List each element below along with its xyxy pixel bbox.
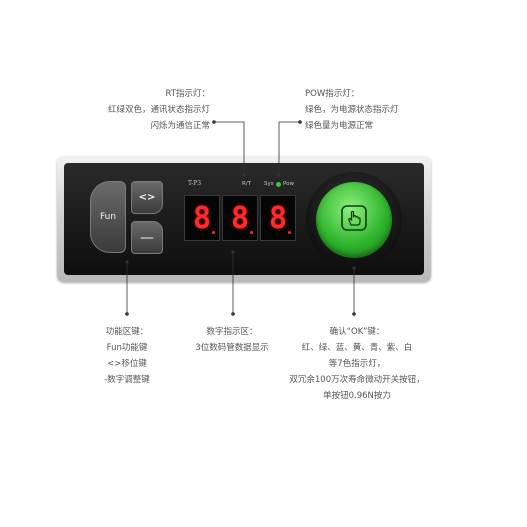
decimal-point-icon: [288, 231, 291, 234]
ok-callout-switch: 双冗余100万次寿命微动开关按钮，: [289, 375, 425, 385]
digit-2: 8: [222, 195, 258, 241]
pow-led-icon: [276, 182, 281, 187]
digit-3-value: 8: [268, 200, 288, 236]
rt-callout-note: 闪烁为通信正常: [150, 121, 210, 131]
model-label: T-P3: [188, 180, 202, 187]
digit-2-value: 8: [230, 200, 250, 236]
ok-button-callout: 确认“OK”键： 红、绿、蓝、黄、青、紫、白 等7色指示灯， 双冗余100万次寿…: [272, 324, 442, 404]
shift-button[interactable]: <>: [131, 181, 163, 214]
pow-callout-title: POW指示灯：: [305, 89, 360, 99]
minus-button[interactable]: —: [131, 221, 163, 254]
digit-display-callout: 数字指示区： 3位数码管数据显示: [152, 324, 312, 356]
fun-callout-minus: -数字调整键: [104, 375, 150, 385]
pow-indicator-callout: POW指示灯： 绿色，为电源状态指示灯 绿色量为电源正常: [305, 86, 455, 134]
digit-3: 8: [260, 195, 296, 241]
fun-button[interactable]: Fun: [90, 181, 126, 253]
ok-button[interactable]: [316, 182, 392, 258]
digit-callout-title: 数字指示区：: [206, 327, 258, 337]
ok-callout-force: 单按钮0.96N按力: [323, 391, 391, 401]
ok-callout-colors-note: 等7色指示灯，: [328, 359, 386, 369]
digit-callout-desc: 3位数码管数据显示: [195, 343, 269, 353]
hand-pointer-icon: [341, 205, 367, 231]
ok-callout-colors: 红、绿、蓝、黄、青、紫、白: [301, 343, 413, 353]
pow-callout-desc: 绿色，为电源状态指示灯: [305, 105, 399, 115]
digit-1-value: 8: [192, 200, 212, 236]
sys-label: Sys: [264, 181, 274, 187]
pow-callout-note: 绿色量为电源正常: [305, 121, 374, 131]
decimal-point-icon: [250, 231, 253, 234]
fun-callout-fun: Fun功能键: [106, 343, 148, 353]
function-keys-callout: 功能区键： Fun功能键 <>移位键 -数字调整键: [62, 324, 192, 388]
decimal-point-icon: [212, 231, 215, 234]
ok-callout-title: 确认“OK”键：: [329, 327, 385, 337]
fun-callout-shift: <>移位键: [107, 359, 147, 369]
fun-callout-title: 功能区键：: [105, 327, 149, 337]
pow-label: Pow: [283, 181, 294, 187]
rt-callout-desc: 红绿双色，通讯状态指示灯: [107, 105, 210, 115]
rt-callout-title: RT指示灯：: [165, 89, 210, 99]
rt-label: R/T: [242, 181, 252, 187]
rt-indicator-callout: RT指示灯： 红绿双色，通讯状态指示灯 闪烁为通信正常: [70, 86, 210, 134]
digit-1: 8: [184, 195, 220, 241]
